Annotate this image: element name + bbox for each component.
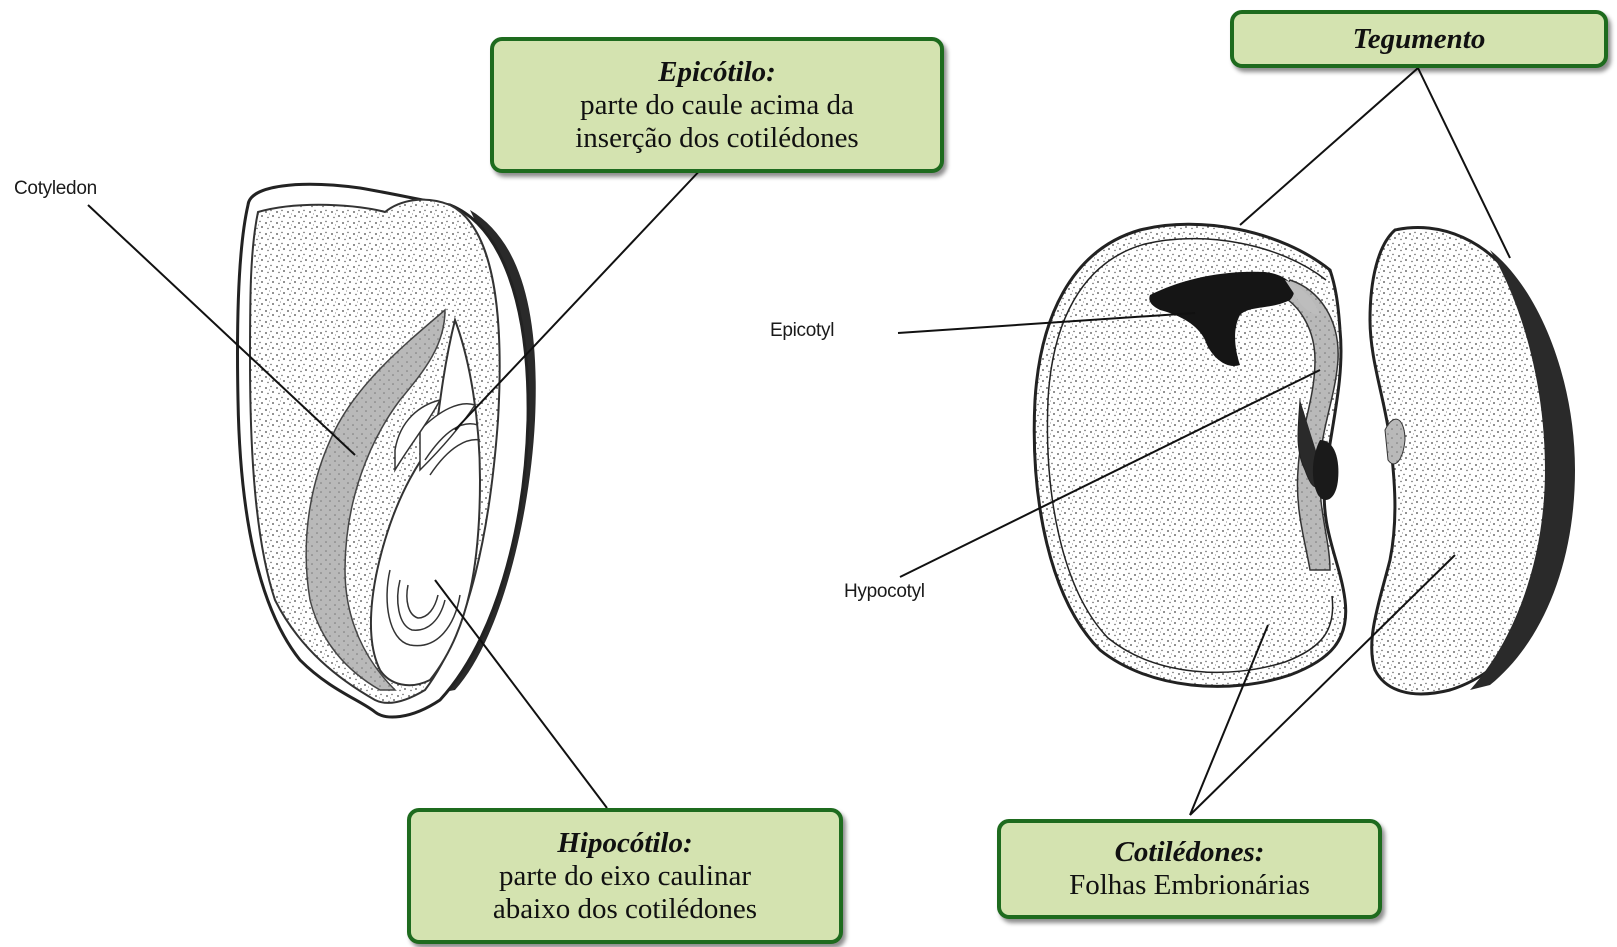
callout-hipocotilo-title: Hipocótilo:: [557, 827, 692, 860]
callout-hipocotilo-line1: parte do eixo caulinar: [499, 860, 751, 893]
leader-hipocotilo: [435, 580, 607, 808]
callout-tegumento: Tegumento: [1230, 10, 1608, 68]
right-hypocotyl-dark: [1313, 440, 1339, 500]
callout-tegumento-title: Tegumento: [1353, 23, 1486, 56]
label-hypocotyl: Hypocotyl: [844, 581, 925, 603]
callout-epicotilo: Epicótilo: parte do caule acima da inser…: [490, 37, 944, 173]
callout-epicotilo-line1: parte do caule acima da: [580, 89, 854, 122]
callout-epicotilo-title: Epicótilo:: [658, 56, 776, 89]
callout-cotiledones-title: Cotilédones:: [1115, 836, 1265, 869]
callout-hipocotilo-line2: abaixo dos cotilédones: [493, 893, 757, 926]
callout-epicotilo-line2: inserção dos cotilédones: [575, 122, 858, 155]
callout-cotiledones-line1: Folhas Embrionárias: [1069, 869, 1310, 902]
callout-hipocotilo: Hipocótilo: parte do eixo caulinar abaix…: [407, 808, 843, 944]
label-cotyledon: Cotyledon: [14, 178, 97, 200]
callout-cotiledones: Cotilédones: Folhas Embrionárias: [997, 819, 1382, 919]
label-epicotyl: Epicotyl: [770, 320, 834, 342]
leader-tegumento-a: [1240, 68, 1418, 225]
right-seed: [1034, 224, 1575, 694]
left-seed: [237, 184, 535, 717]
